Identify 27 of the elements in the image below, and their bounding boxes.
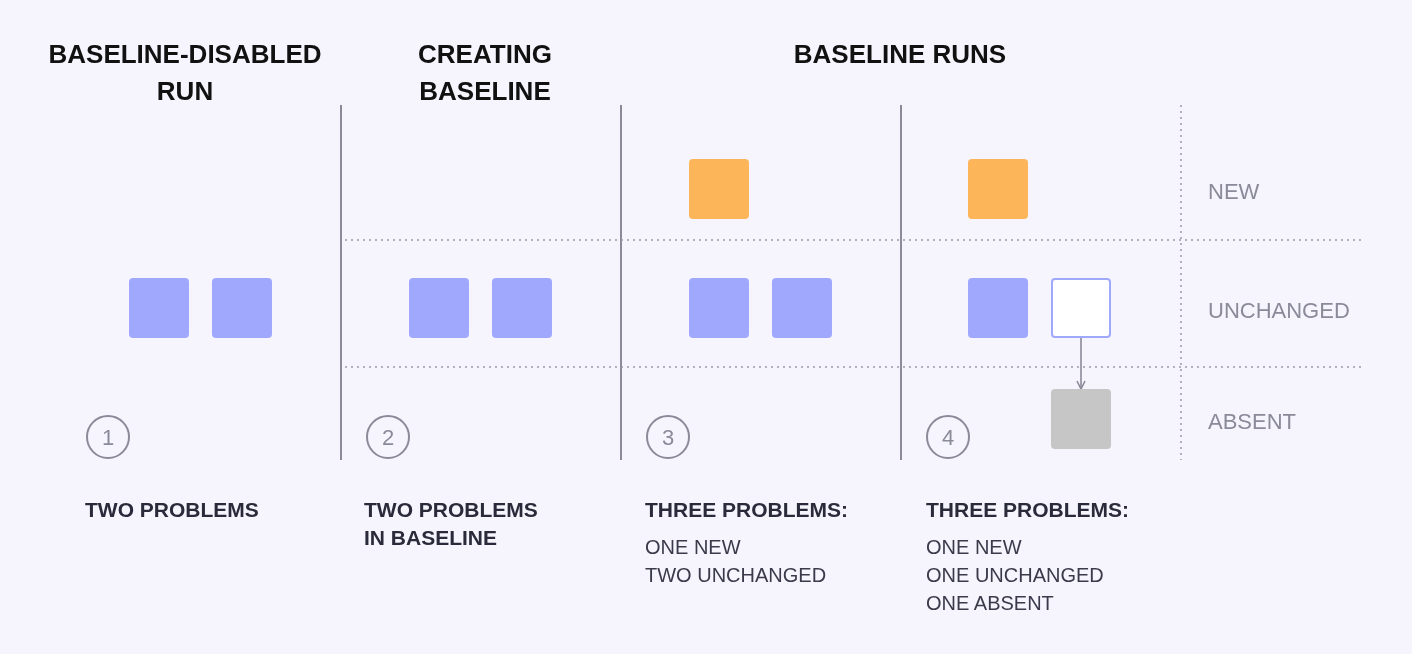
unchanged-problem-square [772, 278, 832, 338]
column-title: BASELINE RUNS [792, 38, 1008, 71]
unchanged-problem-square [409, 278, 469, 338]
caption-detail: ONE UNCHANGED [926, 563, 1105, 588]
outlined-problem-square [1051, 278, 1111, 338]
column-title: BASELINE-DISABLED RUN [47, 38, 323, 108]
caption: THREE PROBLEMS: [926, 497, 1130, 523]
row-label: UNCHANGED [1208, 297, 1351, 325]
row-label: NEW [1208, 178, 1261, 206]
unchanged-problem-square [492, 278, 552, 338]
arrow [1076, 337, 1086, 390]
new-problem-square [968, 159, 1028, 219]
unchanged-problem-square [129, 278, 189, 338]
caption-detail: TWO UNCHANGED [645, 563, 828, 588]
caption: TWO PROBLEMS [85, 497, 260, 523]
caption: THREE PROBLEMS: [645, 497, 849, 523]
unchanged-problem-square [212, 278, 272, 338]
caption: TWO PROBLEMS IN BASELINE [364, 497, 539, 551]
absent-problem-square [1051, 389, 1111, 449]
new-problem-square [689, 159, 749, 219]
column-title: CREATING BASELINE [417, 38, 553, 108]
caption-detail: ONE ABSENT [926, 591, 1055, 616]
caption-detail: ONE NEW [645, 535, 742, 560]
unchanged-problem-square [968, 278, 1028, 338]
row-label: ABSENT [1208, 408, 1298, 436]
unchanged-problem-square [689, 278, 749, 338]
caption-detail: ONE NEW [926, 535, 1023, 560]
